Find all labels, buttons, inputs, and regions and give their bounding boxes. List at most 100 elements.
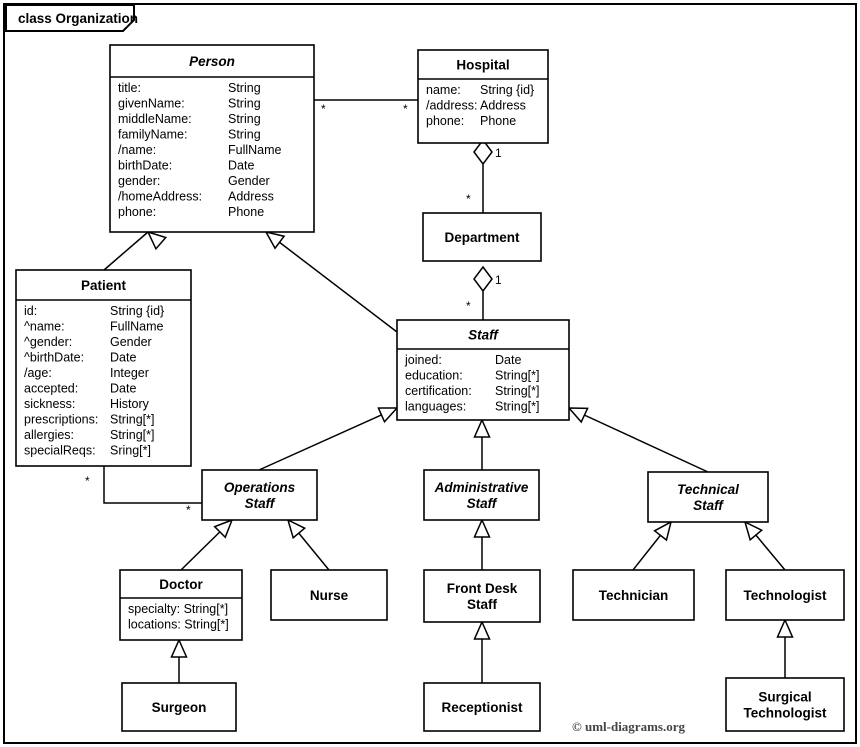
relationship-hospital-department: 1* [466, 138, 502, 213]
multiplicity-label: * [186, 503, 191, 517]
attribute-name: accepted: [24, 382, 78, 396]
attribute-name: locations: String[*] [128, 618, 229, 632]
class-name: Person [189, 54, 235, 69]
attribute-type: Integer [110, 366, 149, 380]
attribute-name: allergies: [24, 428, 74, 442]
attribute-type: String [228, 128, 261, 142]
attribute-type: FullName [110, 320, 164, 334]
attribute-type: String[*] [110, 413, 154, 427]
attribute-type: String [228, 81, 261, 95]
attribute-name: languages: [405, 400, 466, 414]
class-name: Staff [467, 496, 498, 511]
attribute-name: gender: [118, 174, 160, 188]
attribute-name: certification: [405, 384, 472, 398]
attribute-type: Date [110, 382, 136, 396]
attribute-name: familyName: [118, 128, 187, 142]
attribute-name: phone: [118, 205, 156, 219]
attribute-name: birthDate: [118, 159, 172, 173]
relationship-patient-operations: ** [85, 466, 202, 517]
class-box-surgeon[interactable]: Surgeon [121, 682, 237, 732]
class-box-staff[interactable]: Staffjoined:Dateeducation:String[*]certi… [396, 319, 570, 421]
classes-layer: Person title: String givenName: String middle… [15, 44, 845, 732]
attribute-type: String {id} [110, 304, 164, 318]
multiplicity-label: * [466, 192, 471, 206]
attribute-name: ^birthDate: [24, 351, 84, 365]
class-name: Staff [468, 328, 499, 343]
multiplicity-label: 1 [495, 146, 502, 160]
attribute-type: String[*] [495, 369, 539, 383]
class-name: Technical [677, 482, 739, 497]
class-box-nurse[interactable]: Nurse [270, 569, 388, 621]
multiplicity-label: * [321, 102, 326, 116]
class-name: Technologist [744, 706, 828, 721]
class-name: Technician [599, 588, 669, 603]
attribute-type: String[*] [110, 428, 154, 442]
class-name: Technologist [744, 588, 828, 603]
class-name: Patient [81, 278, 127, 293]
class-box-receptionist[interactable]: Receptionist [423, 682, 541, 732]
copyright-notice: © uml-diagrams.org [572, 719, 685, 734]
relationship-person-hospital: ** [314, 99, 418, 116]
class-name: Operations [224, 480, 296, 495]
attribute-name: /age: [24, 366, 52, 380]
class-name: Surgeon [152, 700, 207, 715]
attribute-type: String {id} [480, 83, 534, 97]
relationship-technologist-gen [743, 520, 786, 571]
relationship-technical-staff-gen [567, 407, 709, 473]
relationship-operations-staff-gen [258, 407, 399, 471]
relationship-nurse-gen [286, 518, 330, 571]
class-name: Doctor [159, 577, 203, 592]
class-box-hospital[interactable]: Hospital name: String {id}/address:Address… [417, 49, 549, 144]
relationship-technician-gen [632, 520, 673, 571]
diagram-frame: class Organization [3, 3, 857, 744]
attribute-type: Phone [480, 114, 516, 128]
relationship-department-staff: 1* [466, 265, 502, 320]
attribute-type: FullName [228, 143, 282, 157]
attribute-type: Phone [228, 205, 264, 219]
relationship-receptionist-gen [473, 620, 491, 683]
multiplicity-label: * [466, 299, 471, 313]
attribute-name: /homeAddress: [118, 190, 202, 204]
relationship-administrative-staff-gen [473, 418, 491, 470]
attribute-type: Date [110, 351, 136, 365]
class-box-person[interactable]: Person title: String givenName: String middle… [109, 44, 315, 233]
attribute-name: prescriptions: [24, 413, 98, 427]
multiplicity-label: * [403, 102, 408, 116]
attribute-name: name: [426, 83, 461, 97]
attribute-name: title: [118, 81, 141, 95]
class-name: Staff [693, 498, 724, 513]
attribute-type: Gender [110, 335, 152, 349]
multiplicity-label: 1 [495, 273, 502, 287]
attribute-type: Address [480, 99, 526, 113]
relationships-layer: **1*1*** [85, 99, 794, 683]
class-name: Front Desk [447, 581, 518, 596]
class-name: Hospital [456, 58, 509, 73]
class-box-technician[interactable]: Technician [572, 569, 695, 621]
attribute-name: givenName: [118, 97, 185, 111]
attribute-type: String[*] [495, 400, 539, 414]
attribute-name: id: [24, 304, 37, 318]
attribute-name: /address: [426, 99, 477, 113]
frame-border [3, 3, 857, 744]
class-box-department[interactable]: Department [422, 212, 542, 262]
relationship-doctor-gen [180, 518, 234, 571]
relationship-staff-person [264, 230, 398, 333]
attribute-name: education: [405, 369, 463, 383]
attribute-name: middleName: [118, 112, 192, 126]
relationship-surgeon-gen [170, 638, 188, 683]
attribute-name: ^gender: [24, 335, 72, 349]
attribute-name: phone: [426, 114, 464, 128]
relationship-front-desk-gen [473, 518, 491, 570]
attribute-type: String [228, 97, 261, 111]
class-box-technologist[interactable]: Technologist [725, 569, 845, 621]
relationship-surgical-technologist-gen [776, 618, 794, 678]
class-name: Staff [467, 597, 498, 612]
